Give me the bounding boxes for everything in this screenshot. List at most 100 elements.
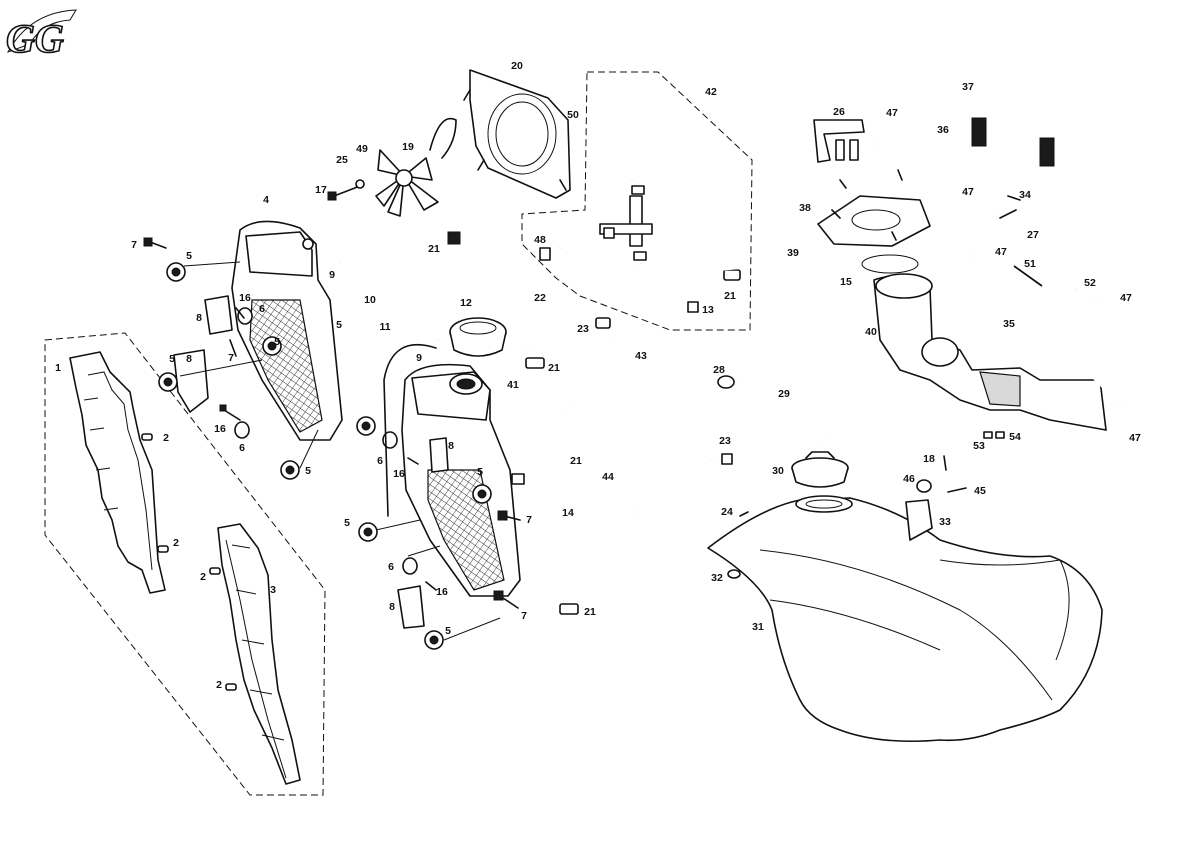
- label-7: 7: [526, 514, 532, 526]
- label-43: 43: [635, 350, 647, 362]
- label-47: 47: [962, 186, 974, 198]
- label-21: 21: [548, 362, 560, 374]
- label-5: 5: [169, 353, 175, 365]
- label-46: 46: [903, 473, 915, 485]
- label-5: 5: [344, 517, 350, 529]
- label-6: 6: [239, 442, 245, 454]
- label-14: 14: [562, 507, 574, 519]
- label-30: 30: [772, 465, 784, 477]
- brand-logo-text: GG: [6, 16, 64, 61]
- label-47: 47: [995, 246, 1007, 258]
- left-radiator: [143, 220, 343, 480]
- shroud-fastener-2: [141, 433, 237, 691]
- radiator-shroud-group: [44, 332, 326, 796]
- label-24: 24: [721, 506, 733, 518]
- label-12: 12: [460, 297, 472, 309]
- label-2: 2: [163, 432, 169, 444]
- label-17: 17: [315, 184, 327, 196]
- fuel-pump-assembly: [813, 119, 1107, 431]
- label-8: 8: [389, 601, 395, 613]
- label-16: 16: [214, 423, 226, 435]
- label-5: 5: [445, 625, 451, 637]
- label-2: 2: [173, 537, 179, 549]
- label-23: 23: [719, 435, 731, 447]
- rubber-grommet-5: [158, 262, 300, 480]
- label-1: 1: [55, 362, 61, 374]
- label-10: 10: [364, 294, 376, 306]
- brand-logo: GG: [5, 9, 77, 62]
- label-7: 7: [131, 239, 137, 251]
- label-33: 33: [939, 516, 951, 528]
- label-7: 7: [228, 352, 234, 364]
- label-5: 5: [274, 336, 280, 348]
- label-2: 2: [216, 679, 222, 691]
- label-32: 32: [711, 572, 723, 584]
- label-13: 13: [702, 304, 714, 316]
- label-16: 16: [436, 586, 448, 598]
- label-35: 35: [1003, 318, 1015, 330]
- label-16: 16: [239, 292, 251, 304]
- label-39: 39: [787, 247, 799, 259]
- label-53: 53: [973, 440, 985, 452]
- label-9: 9: [416, 352, 422, 364]
- right-radiator: [356, 317, 521, 650]
- label-18: 18: [923, 453, 935, 465]
- label-34: 34: [1019, 189, 1031, 201]
- label-52: 52: [1084, 277, 1096, 289]
- label-22: 22: [534, 292, 546, 304]
- label-5: 5: [305, 465, 311, 477]
- fuel-tank-31: [707, 495, 1103, 743]
- radiator-cap-12: [449, 317, 507, 357]
- label-31: 31: [752, 621, 764, 633]
- label-23: 23: [577, 323, 589, 335]
- label-26: 26: [833, 106, 845, 118]
- label-5: 5: [336, 319, 342, 331]
- label-37: 37: [962, 81, 974, 93]
- label-25: 25: [336, 154, 348, 166]
- fan-shroud-20: [463, 69, 571, 199]
- label-44: 44: [602, 471, 614, 483]
- label-41: 41: [507, 379, 519, 391]
- label-5: 5: [186, 250, 192, 262]
- label-47: 47: [1120, 292, 1132, 304]
- label-21: 21: [724, 290, 736, 302]
- label-36: 36: [937, 124, 949, 136]
- label-6: 6: [259, 303, 265, 315]
- label-40: 40: [865, 326, 877, 338]
- label-6: 6: [377, 455, 383, 467]
- label-50: 50: [567, 109, 579, 121]
- part-labels: 1 2 2 2 2 3 4 5 5 5 5 5 5 5 5 6 6 6 6 7 …: [55, 60, 1141, 691]
- label-7: 7: [521, 610, 527, 622]
- label-8: 8: [186, 353, 192, 365]
- label-16: 16: [393, 468, 405, 480]
- label-5: 5: [477, 466, 483, 478]
- label-28: 28: [713, 364, 725, 376]
- label-49: 49: [356, 143, 368, 155]
- label-47: 47: [886, 107, 898, 119]
- label-15: 15: [840, 276, 852, 288]
- label-21: 21: [570, 455, 582, 467]
- label-6: 6: [388, 561, 394, 573]
- label-3: 3: [270, 584, 276, 596]
- overflow-hose-11: [383, 344, 437, 517]
- label-42: 42: [705, 86, 717, 98]
- label-8: 8: [448, 440, 454, 452]
- label-51: 51: [1024, 258, 1036, 270]
- label-29: 29: [778, 388, 790, 400]
- label-11: 11: [379, 321, 390, 333]
- clamp-23: [595, 317, 611, 329]
- label-19: 19: [402, 141, 414, 153]
- label-45: 45: [974, 485, 986, 497]
- hose-clamp-21: [447, 231, 741, 615]
- cooling-fan-19: [327, 117, 457, 217]
- hose-kit-42: [521, 71, 753, 331]
- label-20: 20: [511, 60, 523, 72]
- label-21: 21: [428, 243, 440, 255]
- label-8: 8: [196, 312, 202, 324]
- label-48: 48: [534, 234, 546, 246]
- label-21: 21: [584, 606, 596, 618]
- label-9: 9: [329, 269, 335, 281]
- label-54: 54: [1009, 431, 1021, 443]
- fuel-cap-30: [791, 451, 849, 488]
